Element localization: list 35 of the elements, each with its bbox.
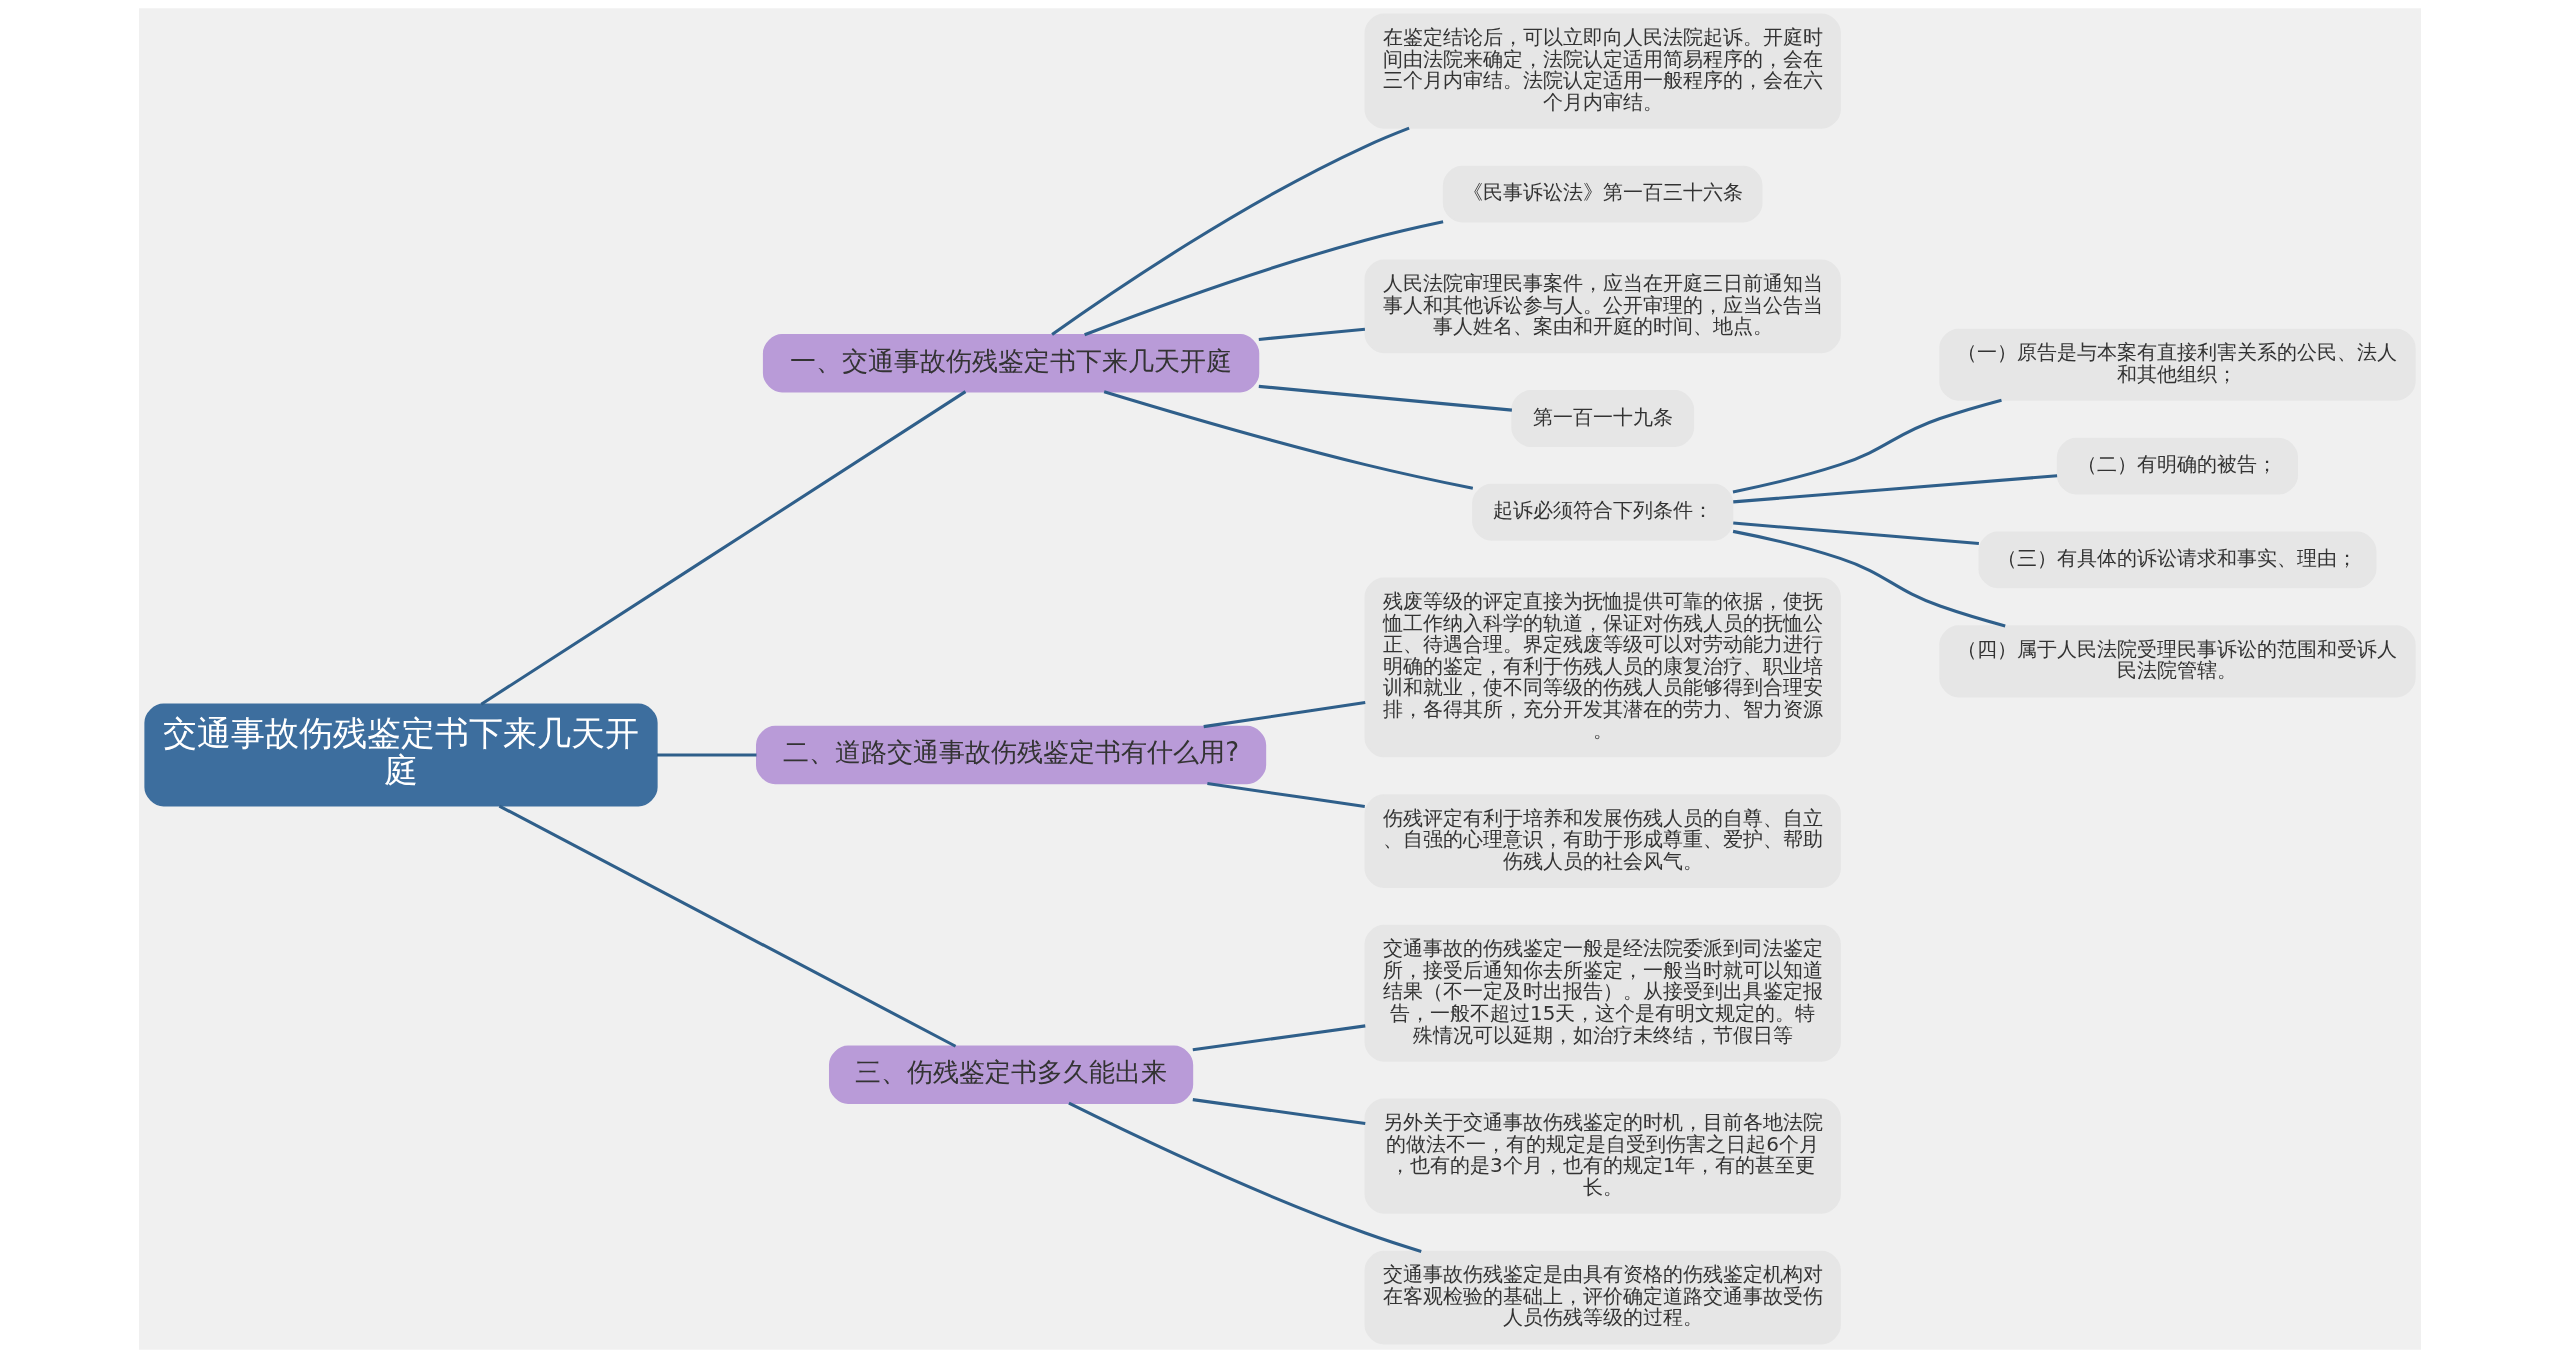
node-box: 交通事故伤残鉴定是由具有资格的伤残鉴定机构对在客观检验的基础上，评价确定道路交通事故受伤人员伤残等级的过程。 [1364, 1250, 1841, 1345]
connector [1103, 390, 1474, 490]
node-box: （二）有明确的被告； [2056, 437, 2299, 495]
connector [1258, 384, 1513, 412]
connector [1203, 701, 1366, 729]
connector [480, 390, 967, 706]
connector [1733, 521, 1979, 545]
connector [1732, 529, 2006, 628]
connector [656, 753, 757, 757]
node-box: 在鉴定结论后，可以立即向人民法院起诉。开庭时间由法院来确定，法院认定适用简易程序的，会在三个月内审结。法院认定适用一般程序的，会在六个月内审结。 [1364, 13, 1841, 129]
node-box: 人民法院审理民事案件，应当在开庭三日前通知当事人和其他诉讼参与人。公开审理的，应当公告当事人姓名、案由和开庭的时间、地点。 [1364, 259, 1841, 354]
node-box: 起诉必须符合下列条件： [1472, 483, 1734, 541]
node-box: 交通事故的伤残鉴定一般是经法院委派到司法鉴定所，接受后通知你去所鉴定，一般当时就可以知道结果（不一定及时出报告）。从接受到出具鉴定报告，一般不超过15天，这个是有明文规定的。特殊情况可以延期，如治疗未终结，节假日等 [1364, 924, 1841, 1062]
connector [1068, 1101, 1422, 1253]
connector [1733, 474, 2058, 504]
connector [498, 804, 957, 1048]
node-box: （一）原告是与本案有直接利害关系的公民、法人和其他组织； [1939, 328, 2416, 401]
node-box: （四）属于人民法院受理民事诉讼的范围和受诉人民法院管辖。 [1939, 625, 2416, 698]
connector [1192, 1024, 1366, 1052]
connector [1258, 327, 1366, 341]
connector [1732, 398, 2002, 494]
node-box: 二、道路交通事故伤残鉴定书有什么用? [756, 725, 1267, 785]
node-box: 三、伤残鉴定书多久能出来 [829, 1045, 1194, 1104]
node-box: 另外关于交通事故伤残鉴定的时机，目前各地法院的做法不一，有的规定是自受到伤害之日起6个月，也有的是3个月，也有的规定1年，有的甚至更长。 [1364, 1098, 1841, 1214]
connector [1051, 126, 1410, 336]
node-box: （三）有具体的诉讼请求和事实、理由； [1978, 531, 2377, 589]
connector [1192, 1098, 1366, 1126]
node-box: 残废等级的评定直接为抚恤提供可靠的依据，使抚恤工作纳入科学的轨道，保证对伤残人员的抚恤公正、待遇合理。界定残废等级可以对劳动能力进行明确的鉴定，有利于伤残人员的康复治疗、职业培训和就业，使不同等级的伤残人员能够得到合理安排，各得其所，充分开发其潜在的劳力、智力资源。 [1364, 577, 1841, 758]
node-box: 一、交通事故伤残鉴定书下来几天开庭 [762, 334, 1260, 393]
node-box: 《民事诉讼法》第一百三十六条 [1442, 165, 1763, 223]
connector [1084, 220, 1444, 337]
node-box: 第一百一十九条 [1511, 390, 1695, 447]
node-box: 交通事故伤残鉴定书下来几天开庭 [144, 703, 658, 807]
connector [1207, 782, 1365, 809]
node-box: 伤残评定有利于培养和发展伤残人员的自尊、自立、自强的心理意识，有助于形成尊重、爱护、帮助伤残人员的社会风气。 [1364, 794, 1841, 888]
